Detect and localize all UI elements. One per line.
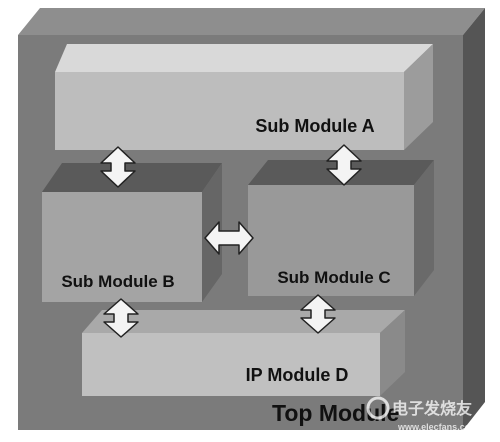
sub-module-a-top-face bbox=[55, 44, 433, 72]
sub-module-a bbox=[55, 44, 433, 150]
double-arrow-icon bbox=[300, 294, 336, 334]
sub-module-a-label: Sub Module A bbox=[255, 116, 374, 136]
sub-module-a-side-face bbox=[404, 44, 433, 150]
double-arrow-icon bbox=[100, 146, 136, 188]
ip-module-d-front-face bbox=[82, 333, 380, 396]
sub-module-c-front-face bbox=[248, 185, 414, 296]
arrow-b-c bbox=[204, 221, 254, 255]
sub-module-c-label: Sub Module C bbox=[277, 268, 390, 287]
double-arrow-icon bbox=[103, 298, 139, 338]
arrow-b-d bbox=[103, 298, 139, 338]
top-module-top-face bbox=[18, 8, 485, 35]
ip-module-d-label: IP Module D bbox=[246, 365, 349, 385]
watermark-text: 电子发烧友 bbox=[392, 399, 473, 418]
watermark: 电子发烧友 www.elecfans.com bbox=[366, 396, 478, 432]
sub-module-b-label: Sub Module B bbox=[61, 272, 174, 291]
ip-module-d-side-face bbox=[380, 310, 405, 396]
arrow-a-b bbox=[100, 146, 136, 188]
watermark-logo-icon bbox=[366, 396, 390, 420]
sub-module-b-front-face bbox=[42, 192, 202, 302]
sub-module-c bbox=[248, 160, 434, 296]
top-module-side-face bbox=[463, 8, 485, 430]
sub-module-a-front-face bbox=[55, 72, 404, 150]
sub-module-b-top-face bbox=[42, 163, 222, 192]
arrow-a-c bbox=[326, 144, 362, 186]
arrow-c-d bbox=[300, 294, 336, 334]
watermark-url: www.elecfans.com bbox=[397, 422, 478, 432]
double-arrow-icon bbox=[204, 221, 254, 255]
top-module-label: Top Module bbox=[272, 400, 399, 426]
sub-module-b bbox=[42, 163, 222, 302]
sub-module-c-side-face bbox=[414, 160, 434, 296]
double-arrow-icon bbox=[326, 144, 362, 186]
